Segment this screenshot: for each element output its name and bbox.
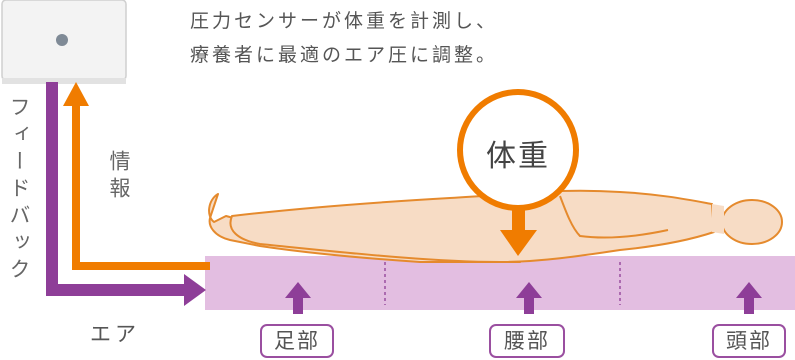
mattress-body: [205, 256, 795, 310]
caption-line-1: 圧力センサーが体重を計測し、: [190, 10, 499, 32]
info-label: 情報: [107, 150, 131, 204]
arrow-right-icon: [184, 274, 206, 306]
arrow-up-icon: [285, 282, 311, 314]
feedback-label: フィードバック: [7, 96, 31, 285]
body-neck: [712, 204, 724, 234]
control-unit-button-icon: [56, 34, 68, 46]
arrow-up-icon: [516, 282, 542, 314]
caption-line-2: 療養者に最適のエア圧に調整。: [190, 44, 499, 66]
control-unit-icon: [1, 0, 127, 84]
arrow-down-icon: [500, 208, 537, 256]
air-supply-arrow: [46, 82, 206, 306]
arrow-up-icon: [63, 82, 89, 106]
zone-arrows: [285, 282, 762, 314]
weight-indicator: [457, 89, 579, 256]
zone-label-foot: 足部: [260, 324, 334, 358]
air-label: エア: [90, 322, 140, 346]
arrow-up-icon: [736, 282, 762, 314]
info-arrow-vertical: [72, 104, 80, 270]
info-arrow-horizontal: [72, 262, 210, 270]
body-head: [721, 199, 783, 245]
info-feedback-arrow: [63, 82, 210, 270]
zone-label-head: 頭部: [712, 324, 786, 358]
mattress: [205, 256, 795, 310]
weight-label: 体重: [486, 139, 550, 174]
air-arrow-horizontal: [46, 284, 186, 296]
zone-label-waist: 腰部: [489, 324, 565, 358]
body-arm: [559, 195, 669, 239]
body-torso: [229, 189, 715, 263]
patient-body: [208, 189, 783, 263]
air-arrow-vertical: [46, 82, 58, 296]
